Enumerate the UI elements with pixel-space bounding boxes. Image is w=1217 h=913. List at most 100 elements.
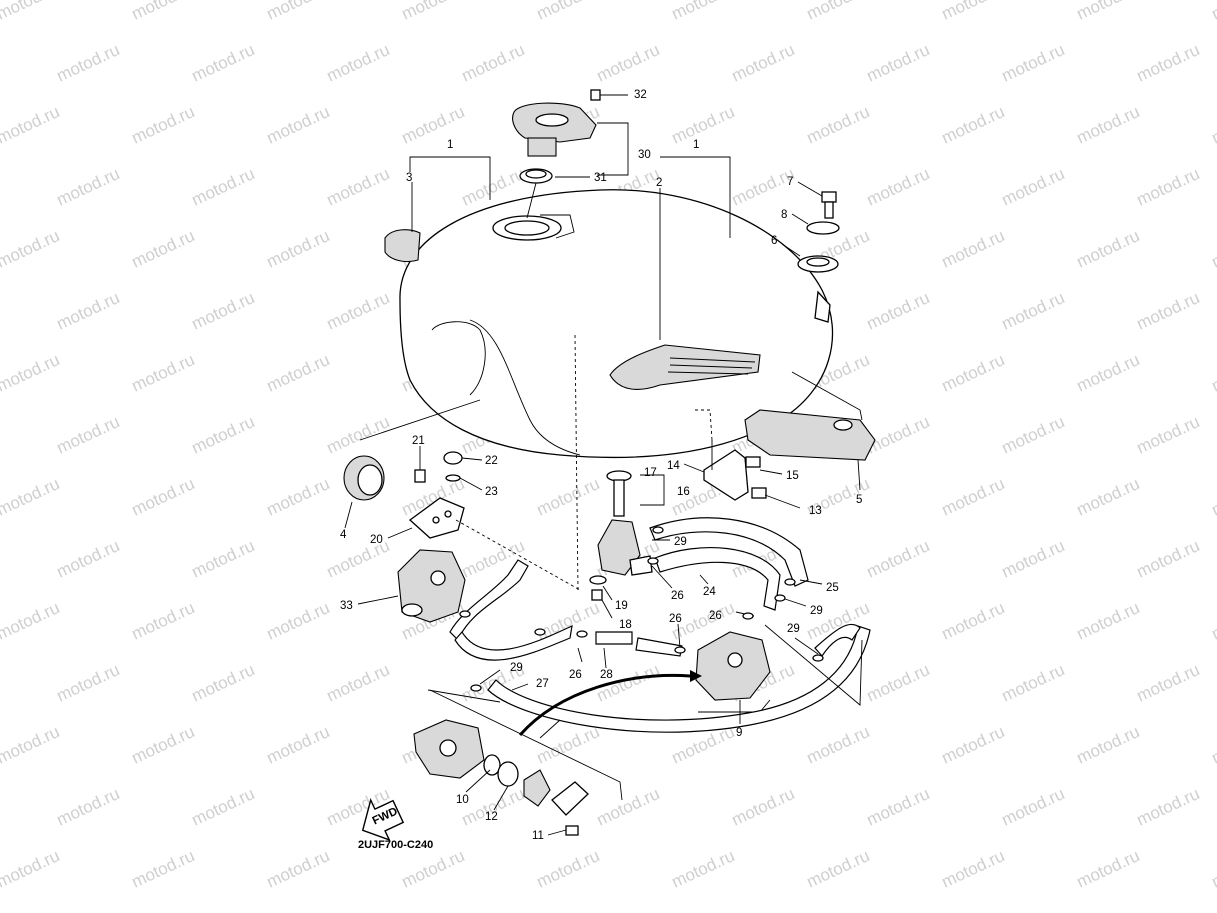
watermark-text: motod.ru <box>669 102 738 148</box>
part-label: 26 <box>569 669 582 681</box>
watermark-text: motod.ru <box>1074 102 1143 148</box>
leader-lines <box>344 176 861 836</box>
watermark-text: motod.ru <box>54 908 123 913</box>
watermark-text: motod.ru <box>54 412 123 458</box>
watermark-text: motod.ru <box>1209 350 1217 396</box>
part-label: 23 <box>485 486 498 498</box>
part-label: 15 <box>786 470 799 482</box>
watermark-text: motod.ru <box>459 908 528 913</box>
watermark-text: motod.ru <box>1134 660 1203 706</box>
watermark-text: motod.ru <box>1074 598 1143 644</box>
watermark-text: motod.ru <box>804 102 873 148</box>
watermark-text: motod.ru <box>0 0 62 24</box>
watermark-text: motod.ru <box>999 908 1068 913</box>
part-label: 11 <box>532 830 544 842</box>
part-label: 25 <box>826 582 839 594</box>
rear-bracket <box>744 371 876 461</box>
pump-detail-assembly <box>413 719 589 836</box>
watermark-text: motod.ru <box>189 288 258 334</box>
watermark-text: motod.ru <box>1074 722 1143 768</box>
watermark-text: motod.ru <box>939 846 1008 892</box>
watermark-text: motod.ru <box>534 474 603 520</box>
part-label: 1 <box>693 139 699 151</box>
part-label: 29 <box>810 605 823 617</box>
watermark-text: motod.ru <box>264 226 333 272</box>
watermark-text: motod.ru <box>189 164 258 210</box>
watermark-text: motod.ru <box>1134 536 1203 582</box>
bracket-20 <box>408 497 465 539</box>
part-label: 13 <box>809 505 822 517</box>
part-label: 27 <box>536 678 549 690</box>
watermark-text: motod.ru <box>0 598 62 644</box>
detail-bracket-right <box>429 689 623 801</box>
watermark-text: motod.ru <box>129 226 198 272</box>
part-label: 7 <box>787 176 793 188</box>
part-label: 2 <box>656 177 662 189</box>
watermark-text: motod.ru <box>324 412 393 458</box>
watermark-text: motod.ru <box>864 908 933 913</box>
bolts-21-22-23 <box>414 451 463 483</box>
watermark-text: motod.ru <box>939 226 1008 272</box>
watermark-text: motod.ru <box>1134 288 1203 334</box>
part-label: 14 <box>667 460 680 472</box>
watermark-text: motod.ru <box>129 474 198 520</box>
mount-bolt-stack <box>797 191 840 273</box>
part-labels: 1 1 2 3 4 5 6 7 8 9 10 11 12 13 14 15 16… <box>340 89 862 842</box>
watermark-text: motod.ru <box>594 40 663 86</box>
watermark-text: motod.ru <box>264 350 333 396</box>
part-label: 24 <box>703 586 716 598</box>
bracket-30 <box>597 122 629 176</box>
part-label: 29 <box>674 536 687 548</box>
watermark-text: motod.ru <box>999 288 1068 334</box>
watermark-text: motod.ru <box>399 846 468 892</box>
watermark-text: motod.ru <box>804 846 873 892</box>
part-label: 26 <box>671 590 684 602</box>
fuel-cock <box>589 470 653 601</box>
watermark-text: motod.ru <box>324 164 393 210</box>
watermark-text: motod.ru <box>1209 474 1217 520</box>
watermark-text: motod.ru <box>264 102 333 148</box>
watermark-text: motod.ru <box>1074 474 1143 520</box>
watermark-text: motod.ru <box>54 164 123 210</box>
watermark-text: motod.ru <box>399 0 468 24</box>
watermark-text: motod.ru <box>1209 0 1217 24</box>
watermark-text: motod.ru <box>54 660 123 706</box>
watermark-text: motod.ru <box>1074 350 1143 396</box>
part-label: 5 <box>856 494 862 506</box>
part-label: 20 <box>370 534 383 546</box>
watermark-text: motod.ru <box>0 474 62 520</box>
watermark-text: motod.ru <box>534 846 603 892</box>
watermark-text: motod.ru <box>939 474 1008 520</box>
bracket-16 <box>640 474 665 506</box>
watermark-text: motod.ru <box>939 722 1008 768</box>
fuel-pump-9 <box>695 631 771 713</box>
watermark-text: motod.ru <box>129 102 198 148</box>
watermark-text: motod.ru <box>729 784 798 830</box>
watermark-text: motod.ru <box>1074 846 1143 892</box>
watermark-text: motod.ru <box>1134 164 1203 210</box>
watermark-text: motod.ru <box>189 412 258 458</box>
part-label: 29 <box>510 662 523 674</box>
watermark-text: motod.ru <box>864 288 933 334</box>
watermark-text: motod.ru <box>54 536 123 582</box>
part-label: 12 <box>485 811 498 823</box>
watermark-text: motod.ru <box>0 846 62 892</box>
watermark-text: motod.ru <box>999 412 1068 458</box>
watermark-text: motod.ru <box>324 288 393 334</box>
watermark-text: motod.ru <box>999 40 1068 86</box>
watermark-text: motod.ru <box>864 536 933 582</box>
grommet-4 <box>343 455 385 501</box>
watermark-text: motod.ru <box>729 40 798 86</box>
watermark-text: motod.ru <box>804 722 873 768</box>
bracket-1-left <box>409 156 491 200</box>
watermark-text: motod.ru <box>324 660 393 706</box>
part-label: 10 <box>456 794 469 806</box>
watermark-text: motod.ru <box>939 350 1008 396</box>
watermark-text: motod.ru <box>1134 784 1203 830</box>
part-label: 22 <box>485 455 498 467</box>
watermark-text: motod.ru <box>999 660 1068 706</box>
part-label: 29 <box>787 623 800 635</box>
watermark-text: motod.ru <box>1209 722 1217 768</box>
watermark-text: motod.ru <box>0 102 62 148</box>
